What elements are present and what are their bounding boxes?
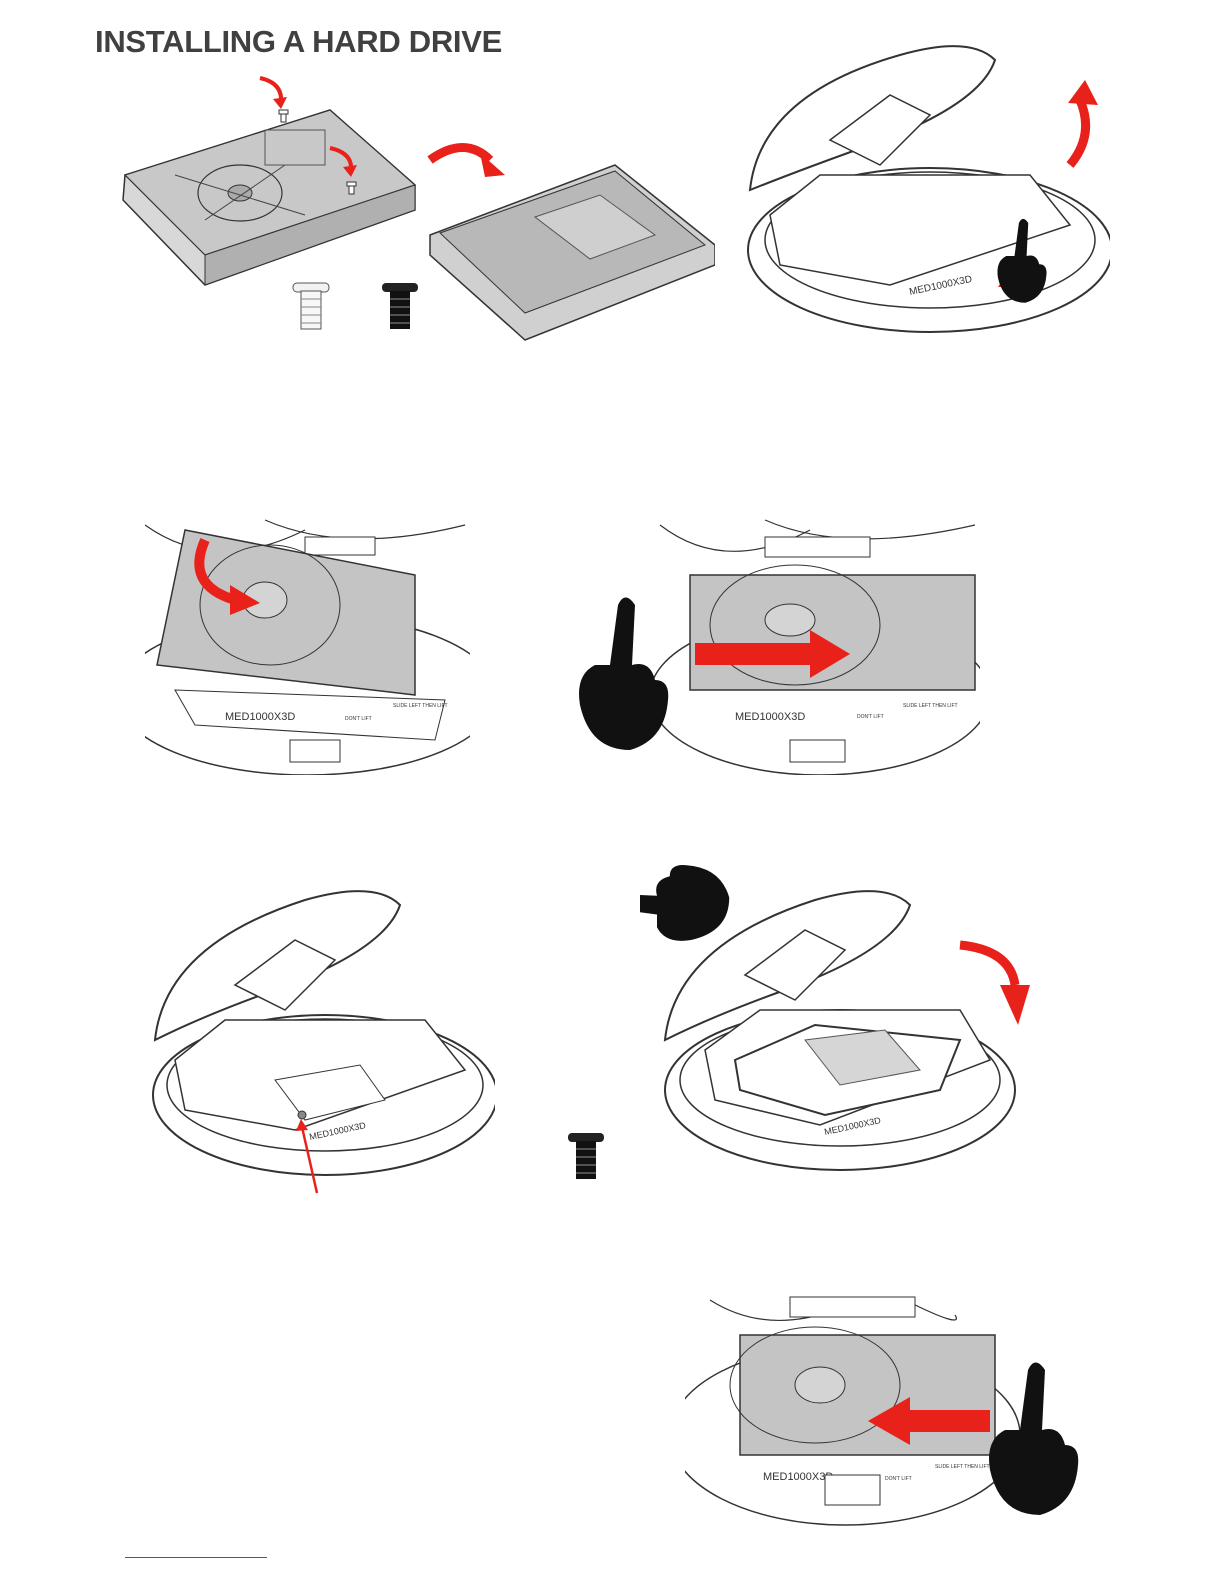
figure-slide-drive-left: MED1000X3D DON'T LIFT SLIDE LEFT THEN LI… bbox=[685, 1295, 1105, 1530]
curved-arrow-icon bbox=[1068, 80, 1098, 165]
figure-screw-location: MED1000X3D bbox=[145, 875, 495, 1195]
dont-lift-label: DON'T LIFT bbox=[857, 714, 884, 720]
figure-insert-drive: MED1000X3D DON'T LIFT SLIDE LEFT THEN LI… bbox=[145, 515, 470, 775]
hand-pointer-icon bbox=[640, 865, 729, 941]
footer-link-underline bbox=[125, 1557, 267, 1558]
screw-icon bbox=[279, 110, 288, 122]
hand-pointer-icon bbox=[579, 598, 668, 751]
slide-left-label: SLIDE LEFT THEN LIFT bbox=[903, 703, 958, 709]
slide-left-label: SLIDE LEFT THEN LIFT bbox=[935, 1464, 990, 1470]
figure-drive-screws bbox=[115, 75, 420, 345]
screw-icon bbox=[293, 283, 329, 329]
curved-arrow-icon bbox=[430, 148, 505, 178]
device-label: MED1000X3D bbox=[735, 711, 805, 723]
dont-lift-label: DON'T LIFT bbox=[345, 716, 372, 722]
figure-drive-in-caddy bbox=[425, 135, 715, 345]
curved-arrow-icon bbox=[260, 78, 287, 109]
hand-pointer-icon bbox=[989, 1363, 1078, 1516]
device-label: MED1000X3D bbox=[225, 711, 295, 723]
device-label: MED1000X3D bbox=[763, 1471, 833, 1483]
screw-icon bbox=[566, 1133, 606, 1185]
curved-arrow-icon bbox=[960, 945, 1030, 1025]
figure-close-lid: MED1000X3D bbox=[640, 860, 1035, 1190]
figure-slide-drive-right: MED1000X3D DON'T LIFT SLIDE LEFT THEN LI… bbox=[575, 515, 980, 775]
screw-icon bbox=[382, 283, 418, 329]
figure-open-lid: MED1000X3D bbox=[740, 25, 1110, 355]
page-title: INSTALLING A HARD DRIVE bbox=[95, 24, 502, 60]
dont-lift-label: DON'T LIFT bbox=[885, 1476, 912, 1482]
slide-left-label: SLIDE LEFT THEN LIFT bbox=[393, 703, 448, 709]
